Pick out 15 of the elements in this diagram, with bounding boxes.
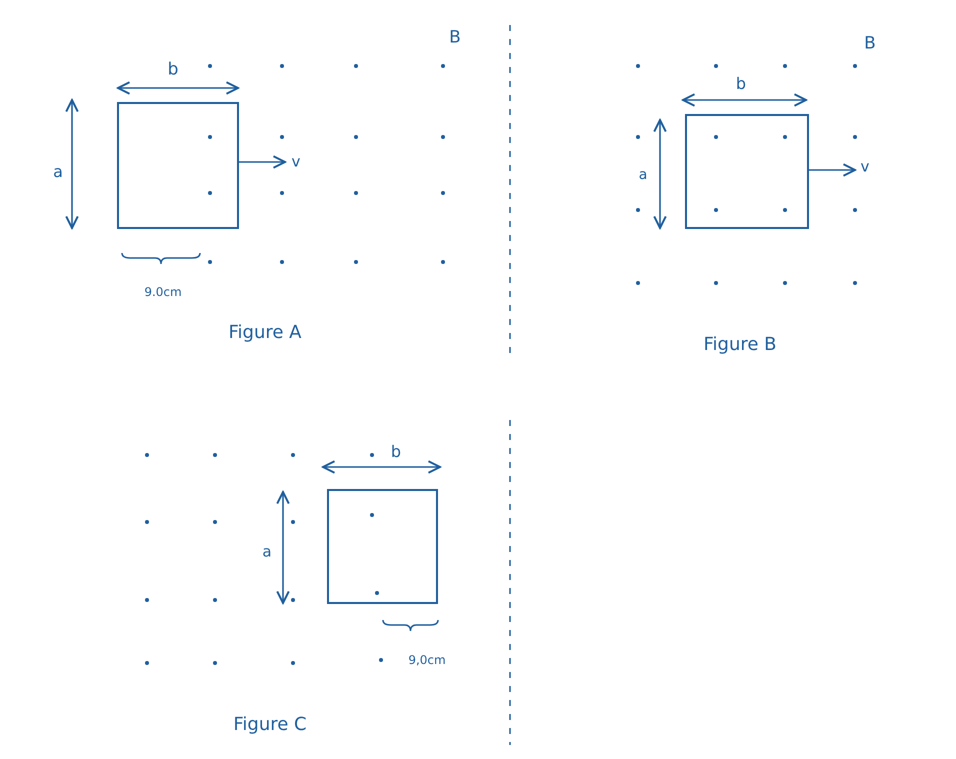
field-label: B xyxy=(449,30,461,46)
figure-caption: Figure B xyxy=(703,336,777,354)
dimension-label: a xyxy=(262,544,272,560)
dimension-label: a xyxy=(638,168,648,182)
length-label: 9,0cm xyxy=(408,654,446,666)
length-label: 9.0cm xyxy=(144,286,182,298)
dimension-label: b xyxy=(736,76,746,92)
velocity-label: v xyxy=(292,154,300,170)
velocity-label: v xyxy=(860,160,870,174)
figure-caption: Figure A xyxy=(228,324,302,342)
figure-caption: Figure C xyxy=(233,716,307,734)
field-label: B xyxy=(864,36,876,52)
dimension-label: a xyxy=(53,164,63,180)
dimension-label: b xyxy=(168,62,178,78)
dimension-label: b xyxy=(390,444,402,460)
